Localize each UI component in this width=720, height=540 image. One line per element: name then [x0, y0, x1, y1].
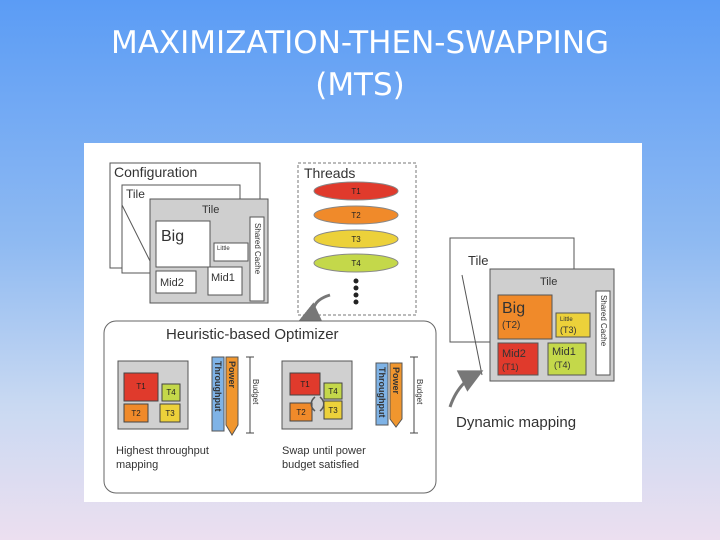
thread-label: T2 [351, 211, 361, 220]
right-cell-3-label: T2 [296, 408, 306, 417]
configuration-block: Configuration Tile Tile Big Little Mid2 … [109, 162, 269, 304]
left-cell-1 [123, 372, 159, 402]
more-threads-dot [353, 278, 359, 284]
swap-panel: T1 T4 T2 T3 Throughput Power Budget Swap… [281, 356, 424, 471]
optimizer-to-mapping-arrow [448, 370, 484, 408]
right-cell-4-label: T3 [328, 406, 338, 415]
right-caption-line-2: budget satisfied [282, 459, 359, 471]
result-tile-back-label: Tile [468, 253, 488, 268]
thread-label: T1 [351, 187, 361, 196]
result-tile-diagonal [461, 274, 483, 376]
config-tile-back-label: Tile [126, 187, 145, 201]
right-cell-1-label: T1 [300, 380, 310, 389]
result-big-thread: (T2) [502, 320, 520, 331]
config-mid1-core [207, 266, 243, 296]
left-cell-3 [123, 403, 149, 423]
left-power-bar [225, 356, 239, 436]
optimizer-block: Heuristic-based Optimizer T1 T4 T2 T3 Th… [103, 320, 437, 494]
left-cell-4 [159, 403, 181, 423]
highest-throughput-panel: T1 T4 T2 T3 Throughput Power Budget High… [116, 356, 260, 471]
result-big-core [497, 294, 553, 340]
result-mid2-label: Mid2 [502, 348, 526, 360]
left-cell-4-label: T3 [165, 409, 175, 418]
right-budget-label: Budget [415, 379, 424, 405]
result-shared-cache-label: Shared Cache [599, 295, 608, 347]
mts-diagram: Configuration Tile Tile Big Little Mid2 … [103, 162, 615, 494]
left-cell-1-label: T1 [136, 382, 146, 391]
result-shared-cache [595, 290, 611, 376]
left-budget-label: Budget [251, 379, 260, 405]
right-cell-1 [289, 372, 321, 396]
right-throughput-label: Throughput [377, 367, 387, 417]
left-throughput-bar [211, 356, 225, 432]
config-mid2-core [155, 270, 197, 294]
right-cell-2 [323, 382, 343, 400]
right-throughput-bar [375, 362, 389, 426]
config-big-label: Big [161, 228, 184, 245]
config-little-label: Little [217, 246, 230, 252]
left-power-label: Power [227, 361, 237, 389]
thread-ellipse [313, 229, 399, 249]
configuration-title: Configuration [114, 164, 197, 180]
right-cell-3 [289, 402, 313, 422]
left-cell-3-label: T2 [131, 409, 141, 418]
threads-title: Threads [304, 165, 355, 181]
result-mid2-thread: (T1) [502, 362, 519, 372]
result-little-label: Little [560, 317, 573, 323]
result-little-core [555, 312, 591, 338]
result-mid2-core [497, 342, 539, 376]
result-tile-front-label: Tile [540, 276, 557, 288]
dynamic-mapping-label: Dynamic mapping [456, 414, 576, 431]
left-caption-line-2: mapping [116, 459, 158, 471]
swap-arrow-icon [310, 396, 316, 412]
result-block: Tile Tile Big (T2) Little (T3) Mid2 (T1)… [448, 237, 615, 431]
title-line-1: MAXIMIZATION-THEN-SWAPPING [110, 25, 610, 61]
title-line-2: (MTS) [315, 67, 405, 103]
config-big-core [155, 220, 211, 268]
left-cell-2-label: T4 [166, 388, 176, 397]
thread-ellipse [313, 205, 399, 225]
right-cell-2-label: T4 [328, 387, 338, 396]
optimizer-title: Heuristic-based Optimizer [166, 326, 339, 343]
config-mid2-label: Mid2 [160, 277, 184, 289]
swap-arrow-icon [319, 396, 325, 412]
thread-ellipse [313, 253, 399, 273]
result-big-label: Big [502, 300, 525, 317]
left-cell-2 [161, 383, 181, 402]
thread-label: T4 [351, 259, 361, 268]
result-mid1-core [547, 342, 587, 376]
result-little-thread: (T3) [560, 325, 577, 335]
left-caption-line-1: Highest throughput [116, 445, 209, 457]
result-mid1-thread: (T4) [554, 360, 571, 370]
config-little-core [213, 242, 249, 262]
thread-label: T3 [351, 235, 361, 244]
config-shared-cache [249, 216, 265, 302]
right-power-label: Power [391, 367, 401, 395]
right-power-bar [389, 362, 403, 428]
thread-ellipse [313, 181, 399, 201]
more-threads-dot [353, 292, 359, 298]
more-threads-dot [353, 299, 359, 305]
mts-figure: Configuration Tile Tile Big Little Mid2 … [84, 143, 642, 502]
more-threads-dot [353, 285, 359, 291]
config-shared-cache-label: Shared Cache [253, 223, 262, 275]
result-mid1-label: Mid1 [552, 346, 576, 358]
left-throughput-label: Throughput [213, 361, 223, 411]
config-tile-front-label: Tile [202, 204, 219, 216]
right-caption-line-1: Swap until power [282, 445, 366, 457]
right-cell-4 [323, 400, 343, 420]
slide-title: MAXIMIZATION-THEN-SWAPPING (MTS) [0, 22, 720, 106]
config-mid1-label: Mid1 [211, 272, 235, 284]
